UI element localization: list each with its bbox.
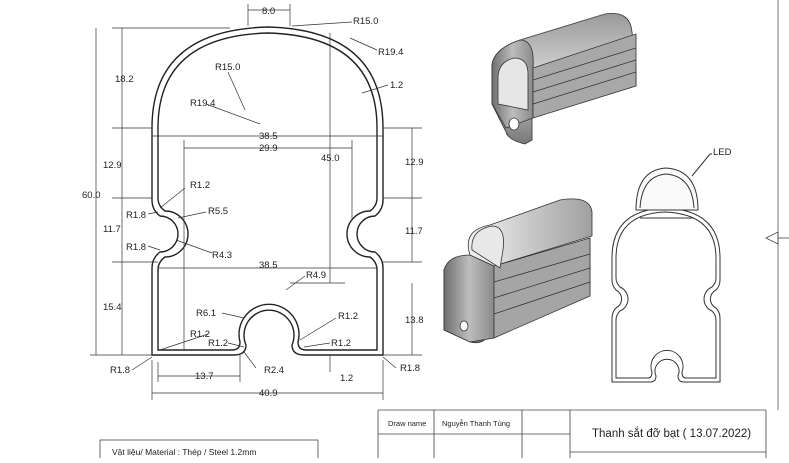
dim-r-bottom-right: R1.2 bbox=[331, 338, 351, 349]
dim-top-width: 8.0 bbox=[262, 6, 275, 17]
dim-height-notch-left: 11.7 bbox=[103, 224, 121, 235]
dim-width-inner: 29.9 bbox=[259, 143, 278, 154]
title-block bbox=[377, 409, 767, 458]
dim-r-notch-a: R1.8 bbox=[126, 210, 146, 221]
author-name: Nguyễn Thanh Tùng bbox=[442, 419, 510, 428]
dim-height-notch-right: 11.7 bbox=[405, 226, 423, 237]
material-text: Vật liệu/ Material : Thép / Steel 1.2mm bbox=[112, 447, 256, 457]
dim-r-inner-top: R15.0 bbox=[215, 62, 240, 73]
dim-height-top: 18.2 bbox=[115, 74, 134, 85]
dim-height-total: 60.0 bbox=[82, 190, 101, 201]
dimension-lines bbox=[90, 4, 422, 400]
dim-r-corner-left: R1.8 bbox=[110, 365, 130, 376]
isometric-view-bottom bbox=[443, 198, 593, 344]
dim-r-bottom-left-b: R1.2 bbox=[208, 338, 228, 349]
dimension-labels: 8.0 R15.0 R19.4 1.2 R15.0 R19.4 18.2 38.… bbox=[82, 6, 424, 399]
dim-height-total-inner: 45.0 bbox=[321, 153, 340, 164]
dim-r-notch-b: R1.8 bbox=[126, 242, 146, 253]
dim-r-slot-low: R2.4 bbox=[264, 365, 284, 376]
dim-width-bottom-left: 13.7 bbox=[195, 371, 214, 382]
dim-thickness-top: 1.2 bbox=[390, 80, 403, 91]
dim-height-bottom-right: 13.8 bbox=[405, 315, 424, 326]
dim-r-slot: R4.9 bbox=[306, 270, 326, 281]
dim-thickness-bottom: 1.2 bbox=[340, 373, 353, 384]
dim-r-notch-mid: R5.5 bbox=[208, 206, 228, 217]
drawing-title: Thanh sắt đỡ bạt ( 13.07.2022) bbox=[592, 427, 751, 440]
isometric-view-top bbox=[491, 13, 637, 145]
dim-r-slot-inner: R6.1 bbox=[196, 308, 216, 319]
dim-height-left-upper: 12.9 bbox=[103, 160, 122, 171]
dim-width-lower: 38.5 bbox=[259, 260, 278, 271]
dim-r-notch-low: R4.3 bbox=[212, 250, 232, 261]
dim-r-inner-top2: R19.4 bbox=[190, 98, 215, 109]
led-section-view bbox=[611, 153, 721, 383]
dim-r-top-outer: R15.0 bbox=[353, 16, 378, 27]
dim-height-right-upper: 12.9 bbox=[405, 157, 424, 168]
dim-r-slot-right: R1.2 bbox=[338, 311, 358, 322]
dim-width-bottom: 40.9 bbox=[259, 388, 278, 399]
dim-r-bottom-left-a: R1.2 bbox=[190, 329, 210, 340]
draw-name-label: Draw name bbox=[388, 419, 426, 428]
dim-r-notch-top: R1.2 bbox=[190, 180, 210, 191]
section-arrow-icon bbox=[765, 231, 779, 245]
dim-r-top-outer2: R19.4 bbox=[378, 47, 403, 58]
dim-r-corner-right: R1.8 bbox=[400, 363, 420, 374]
dim-width-upper: 38.5 bbox=[259, 131, 278, 142]
main-profile bbox=[151, 26, 384, 356]
led-label: LED bbox=[713, 147, 732, 158]
dim-height-bottom-left: 15.4 bbox=[103, 302, 122, 313]
